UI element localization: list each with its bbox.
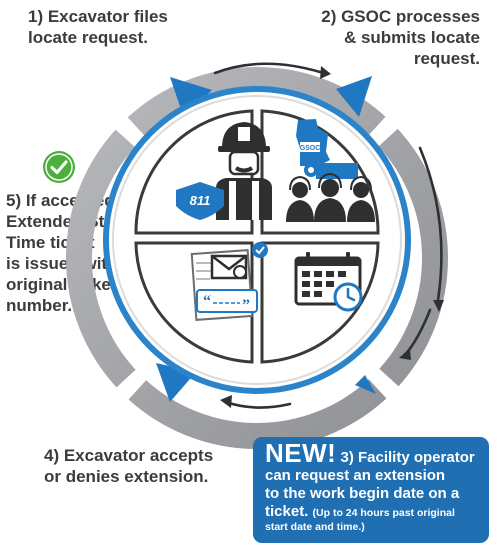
calendar-clock-icon: [294, 252, 363, 312]
excavator-worker-icon: [216, 122, 272, 220]
ring-arrows: [213, 62, 443, 409]
step-4-line-2: or denies extension.: [44, 467, 209, 486]
callout-line-2: can request an extension: [265, 467, 446, 484]
ring-arrowheads: [220, 66, 444, 408]
gsoc-label: GSOC: [300, 145, 321, 152]
callout-line-4: ticket. (Up to 24 hours past original: [265, 503, 479, 521]
step-1-label: 1) Excavator files locate request.: [28, 6, 208, 48]
step-4-label: 4) Excavator accepts or denies extension…: [44, 445, 234, 487]
pointer-top-right: [336, 76, 372, 117]
callout-ticket-text: ticket.: [265, 503, 309, 520]
step-2-label: 2) GSOC processes & submits locate reque…: [280, 6, 480, 69]
callout-note-1: (Up to 24 hours past original: [312, 507, 455, 519]
new-badge-text: NEW!: [265, 438, 337, 468]
operators-icon: [286, 172, 375, 222]
chat-bubble-icon: [304, 163, 358, 179]
step-1-line-1: 1) Excavator files: [28, 7, 168, 26]
badge-811-text: 811: [190, 193, 211, 208]
new-feature-callout: NEW! 3) Facility operator can request an…: [253, 437, 489, 543]
step-5-line-6: number.: [6, 296, 73, 315]
step-2-line-2: & submits locate: [343, 28, 480, 47]
step-2-line-1: 2) GSOC processes: [321, 7, 480, 26]
callout-step-3-start: 3) Facility operator: [340, 449, 475, 466]
step-2-line-3: request.: [413, 49, 480, 68]
document-envelope-icon: “ ”: [190, 242, 268, 321]
outer-ring: [64, 65, 450, 451]
svg-text:”: ”: [242, 297, 250, 314]
callout-line-1: NEW! 3) Facility operator: [265, 440, 479, 467]
step-4-line-1: 4) Excavator accepts: [44, 446, 214, 465]
pointer-bottom-right: [355, 375, 376, 394]
811-badge: 811: [176, 182, 224, 220]
gsoc-map-icon: GSOC: [296, 119, 330, 166]
callout-note-2: start date and time.): [265, 521, 365, 533]
step-1-line-2: locate request.: [28, 28, 148, 47]
checkmark-icon: [43, 151, 75, 183]
callout-line-3: to the work begin date on a: [265, 485, 460, 502]
svg-text:“: “: [203, 293, 211, 310]
